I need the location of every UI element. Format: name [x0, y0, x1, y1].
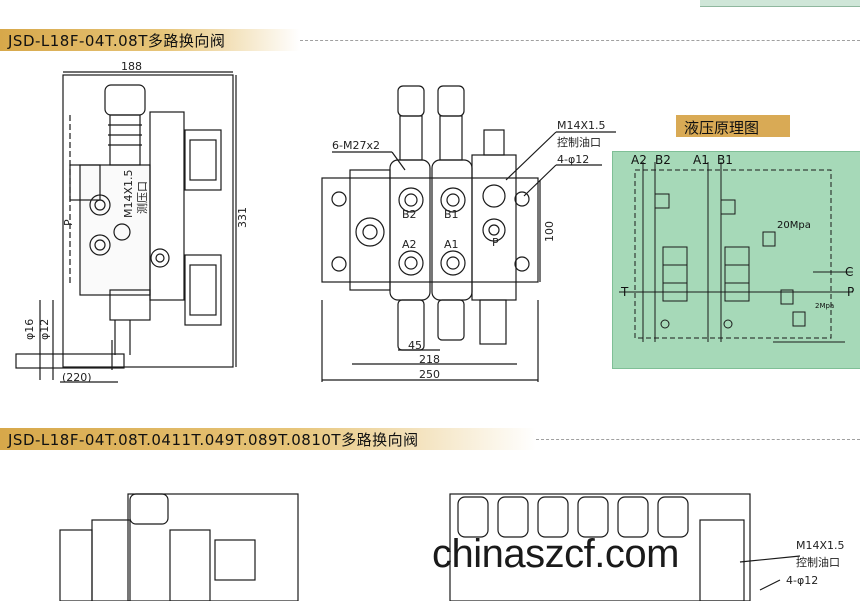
banner-bottom-title: JSD-L18F-04T.08T.0411T.049T.089T.0810T多路… — [8, 431, 419, 449]
dim-250: 250 — [419, 368, 440, 381]
callout-port-cn: 控制油口 — [557, 135, 601, 149]
schematic-title: 液压原理图 — [684, 119, 760, 137]
port-p-front: P — [492, 236, 499, 249]
top-strip — [700, 0, 860, 7]
schem-b2: B2 — [655, 153, 671, 167]
schem-pressure-main: 20Mpa — [777, 220, 811, 231]
schem-port-p: P — [847, 285, 854, 299]
side-label-thread: M14X1.5 — [122, 169, 135, 218]
port-b2: B2 — [402, 208, 417, 221]
port-p-side: P — [62, 219, 75, 226]
bottom-callout-port: M14X1.5 — [796, 539, 845, 552]
callout-holes: 4-φ12 — [557, 153, 589, 166]
port-a1: A1 — [444, 238, 459, 251]
bottom-view — [59, 493, 801, 601]
port-b1: B1 — [444, 208, 459, 221]
banner-top: JSD-L18F-04T.08T多路换向阀 — [0, 29, 300, 51]
schem-a2: A2 — [631, 153, 647, 167]
banner-bottom: JSD-L18F-04T.08T.0411T.049T.089T.0810T多路… — [0, 428, 536, 450]
hydraulic-schematic: A2 B2 A1 B1 20Mpa 2Mpa C T P — [612, 151, 860, 369]
schematic-svg: A2 B2 A1 B1 20Mpa 2Mpa C T P — [619, 153, 854, 343]
dim-phi16: φ16 — [23, 319, 36, 340]
dim-220: (220) — [62, 371, 92, 384]
banner-top-title: JSD-L18F-04T.08T多路换向阀 — [8, 32, 226, 50]
dim-100: 100 — [543, 221, 556, 242]
divider-top — [300, 40, 860, 41]
dim-phi12: φ12 — [38, 319, 51, 340]
schem-port-t: T — [620, 285, 629, 299]
left-side-view — [15, 71, 237, 383]
port-a2: A2 — [402, 238, 417, 251]
dim-331: 331 — [236, 207, 249, 228]
schem-port-c: C — [845, 265, 853, 279]
watermark-text: chinaszcf.com — [432, 532, 679, 576]
front-view — [321, 85, 616, 382]
schematic-title-box: 液压原理图 — [676, 115, 790, 137]
divider-bottom — [536, 439, 860, 440]
side-label-cn: 测压口 — [136, 181, 149, 214]
schem-a1: A1 — [693, 153, 709, 167]
bottom-callout-holes: 4-φ12 — [786, 574, 818, 587]
callout-thread: 6-M27x2 — [332, 139, 380, 152]
schem-pressure-small: 2Mpa — [815, 302, 834, 310]
dim-218: 218 — [419, 353, 440, 366]
schem-b1: B1 — [717, 153, 733, 167]
callout-port: M14X1.5 — [557, 119, 606, 132]
bottom-callout-port-cn: 控制油口 — [796, 555, 840, 569]
dim-188: 188 — [121, 60, 142, 73]
dim-45: 45 — [408, 339, 422, 352]
